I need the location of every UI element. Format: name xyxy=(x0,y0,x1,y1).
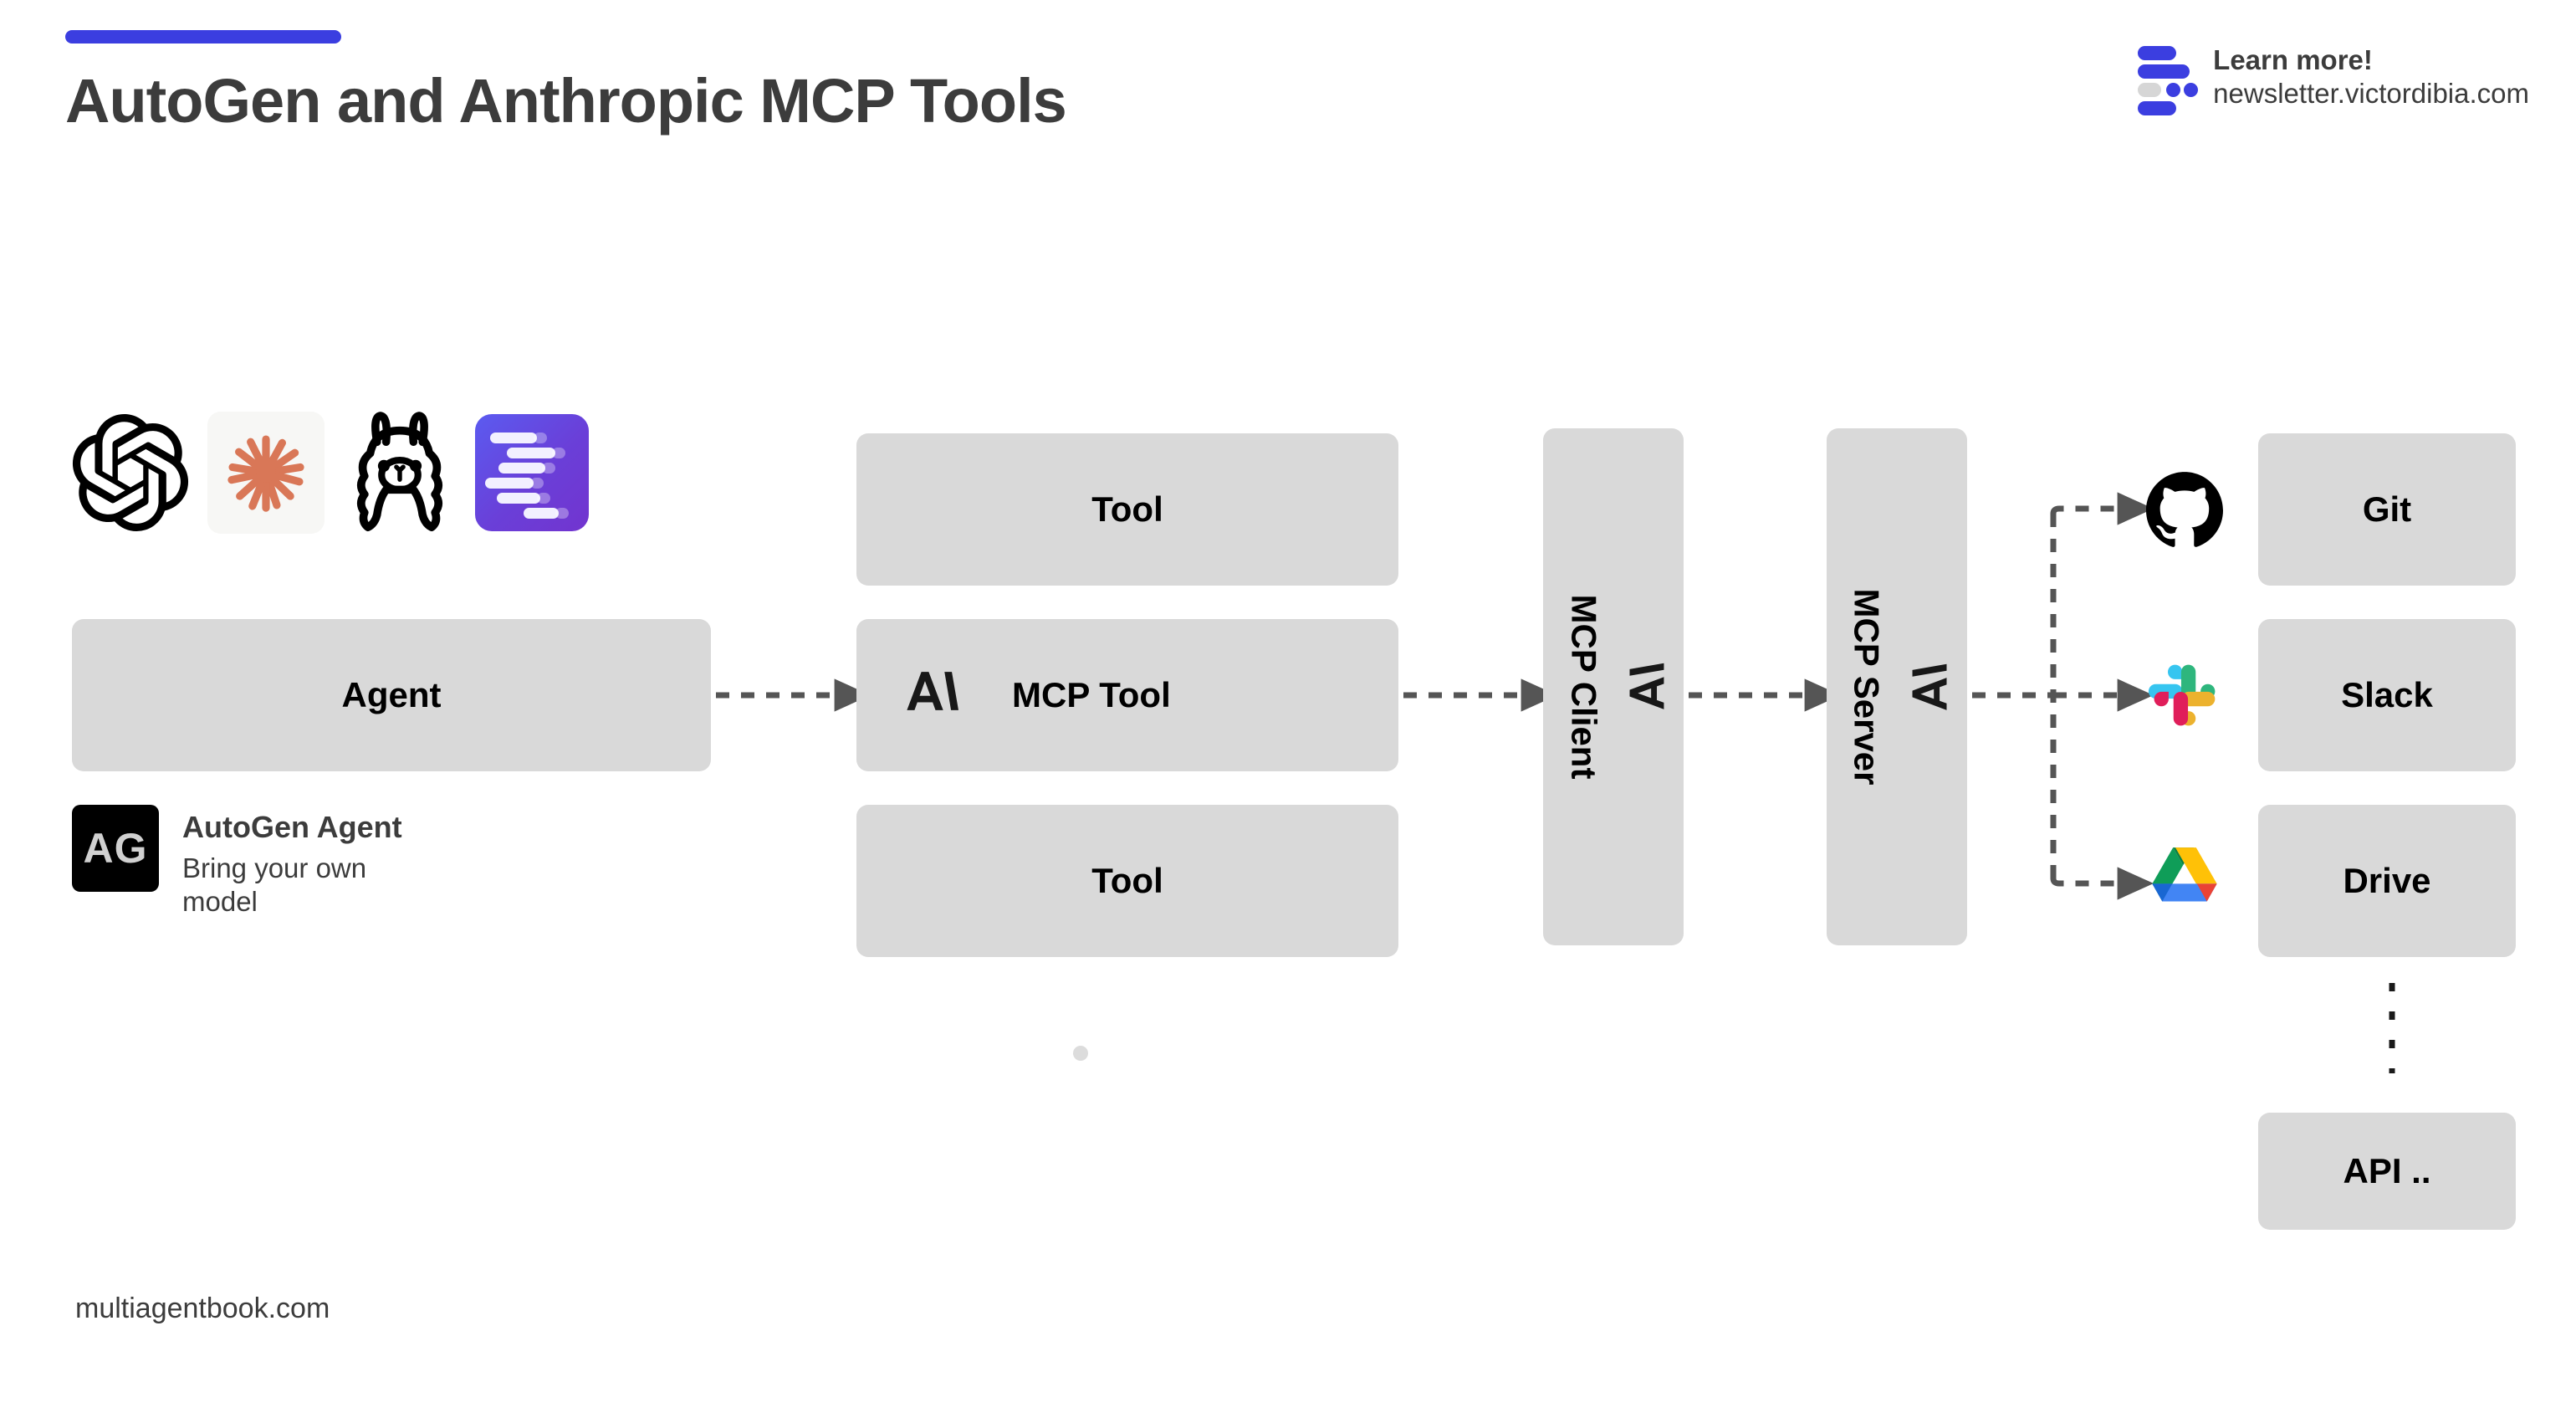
newsletter-callout[interactable]: Learn more! newsletter.victordibia.com xyxy=(2138,44,2529,116)
slack-logo-icon xyxy=(2146,657,2223,734)
legend-autogen-agent: AG AutoGen Agent Bring your own model xyxy=(72,805,433,918)
llama-logo-icon xyxy=(343,410,457,535)
accent-bar xyxy=(65,30,341,44)
anthropic-wordmark-icon xyxy=(1909,663,1947,710)
mcp-server-label: MCP Server xyxy=(1848,588,1887,786)
decorative-dot xyxy=(1073,1046,1088,1061)
autogen-logo-icon xyxy=(475,414,589,531)
anthropic-wordmark-icon xyxy=(1625,663,1664,710)
service-node-git[interactable]: Git xyxy=(2258,433,2516,586)
agent-node[interactable]: Agent xyxy=(72,619,711,771)
legend-subtitle: Bring your own model xyxy=(182,852,367,917)
page-title: AutoGen and Anthropic MCP Tools xyxy=(65,66,1067,136)
anthropic-starburst-icon xyxy=(207,412,325,534)
anthropic-wordmark-icon xyxy=(907,672,958,719)
legend-text: AutoGen Agent Bring your own model xyxy=(182,805,433,918)
newsletter-bars-icon xyxy=(2138,46,2199,116)
service-node-api[interactable]: API .. xyxy=(2258,1113,2516,1230)
tool-node-2[interactable]: Tool xyxy=(856,805,1398,957)
github-logo-icon xyxy=(2146,471,2223,548)
footer-url: multiagentbook.com xyxy=(75,1293,330,1324)
newsletter-line1: Learn more! xyxy=(2213,44,2373,75)
mcp-tool-label: MCP Tool xyxy=(1012,675,1171,714)
tool-label-2: Tool xyxy=(1091,861,1163,900)
service-label-drive: Drive xyxy=(2343,861,2431,900)
legend-title: AutoGen Agent xyxy=(182,810,402,844)
service-label-git: Git xyxy=(2362,489,2412,529)
newsletter-line2: newsletter.victordibia.com xyxy=(2213,78,2529,110)
service-node-slack[interactable]: Slack xyxy=(2258,619,2516,771)
google-drive-logo-icon xyxy=(2146,842,2223,919)
mcp-client-node[interactable]: MCP Client xyxy=(1543,428,1684,945)
service-label-api: API .. xyxy=(2343,1151,2431,1190)
mcp-server-node[interactable]: MCP Server xyxy=(1827,428,1967,945)
service-label-slack: Slack xyxy=(2341,675,2433,714)
tool-node-1[interactable]: Tool xyxy=(856,433,1398,586)
service-node-drive[interactable]: Drive xyxy=(2258,805,2516,957)
autogen-agent-badge: AG xyxy=(72,805,159,892)
agent-label: Agent xyxy=(341,675,442,714)
model-provider-icons xyxy=(72,410,589,535)
openai-logo-icon xyxy=(72,410,189,535)
newsletter-text: Learn more! newsletter.victordibia.com xyxy=(2213,44,2529,111)
mcp-client-label: MCP Client xyxy=(1564,594,1604,780)
mcp-tool-node[interactable]: MCP Tool xyxy=(856,619,1398,771)
tool-label-1: Tool xyxy=(1091,489,1163,529)
